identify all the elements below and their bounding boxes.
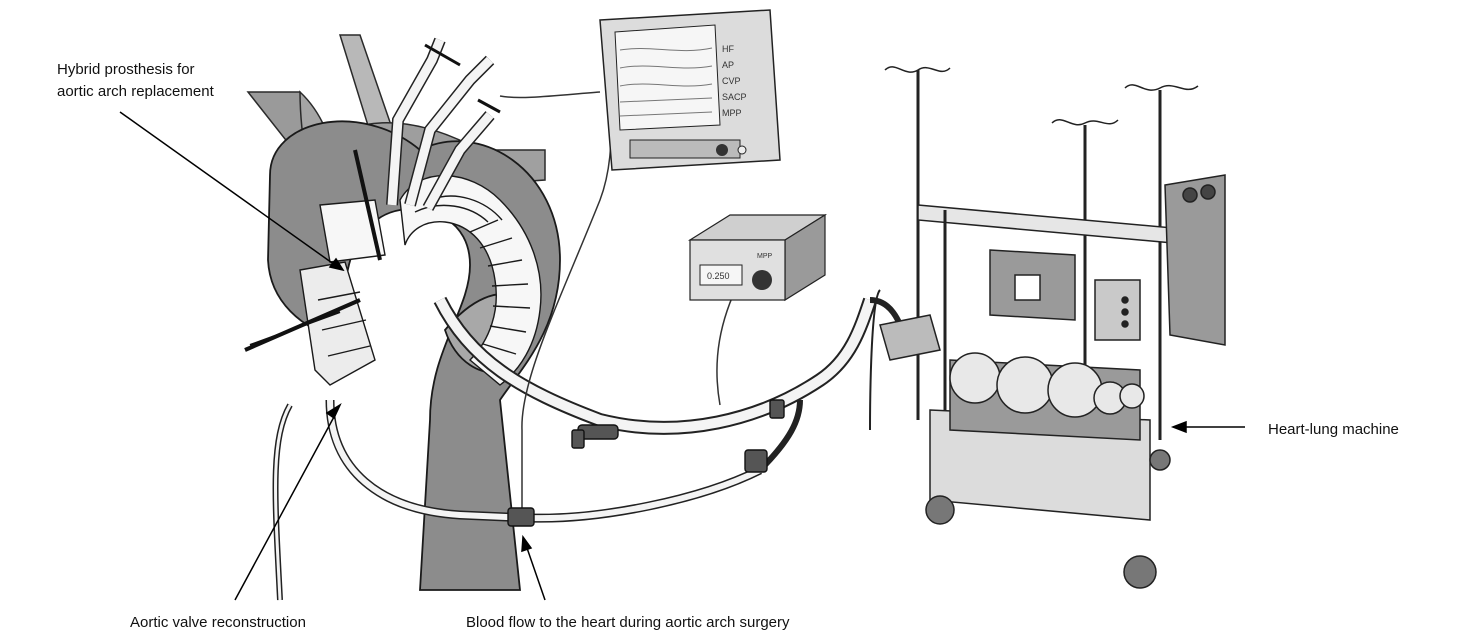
label-blood-flow: Blood flow to the heart during aortic ar… bbox=[466, 612, 790, 634]
patient-monitor bbox=[600, 10, 780, 170]
label-hybrid-line1: Hybrid prosthesis for bbox=[57, 59, 214, 81]
label-aortic-valve: Aortic valve reconstruction bbox=[130, 612, 306, 634]
monitor-channel-label: SACP bbox=[722, 92, 747, 102]
monitor-channel-label: HF bbox=[722, 44, 734, 54]
monitor-channel-label: AP bbox=[722, 60, 734, 70]
arrowhead-icon bbox=[522, 537, 531, 551]
arrowhead-icon bbox=[1173, 422, 1186, 432]
label-heart-lung-machine: Heart-lung machine bbox=[1268, 419, 1399, 441]
pressure-tag: MPP bbox=[757, 253, 773, 260]
pressure-reading: 0.250 bbox=[707, 271, 730, 281]
monitor-channel-label: MPP bbox=[722, 108, 742, 118]
pointer-flow bbox=[527, 548, 545, 600]
monitor-channel-label: CVP bbox=[722, 76, 741, 86]
heart-lung-machine bbox=[870, 67, 1225, 588]
pointer-valve bbox=[235, 415, 335, 600]
label-hybrid-prosthesis: Hybrid prosthesis for aortic arch replac… bbox=[57, 59, 214, 103]
label-hybrid-line2: aortic arch replacement bbox=[57, 81, 214, 103]
hybrid-prosthesis bbox=[300, 176, 541, 385]
